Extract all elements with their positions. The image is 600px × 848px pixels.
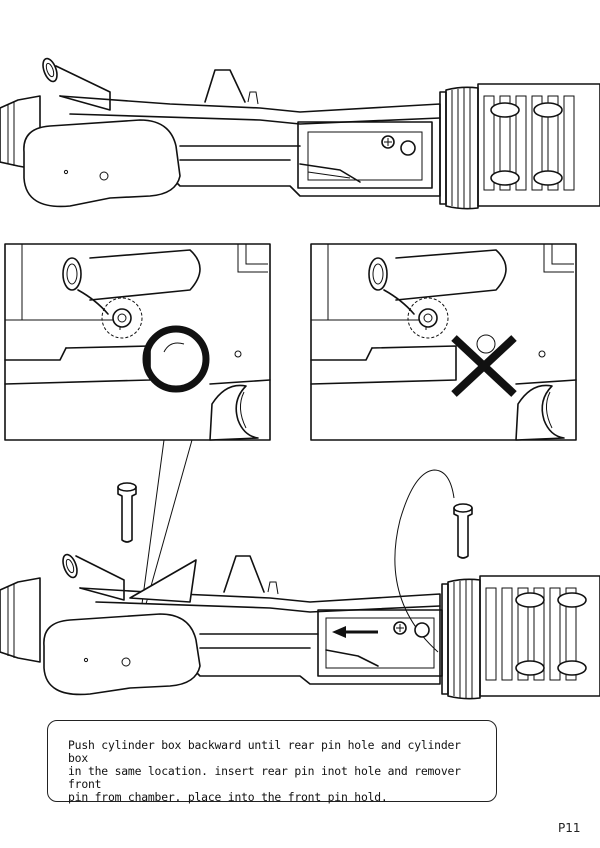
x-cross-icon <box>451 335 517 397</box>
arrow-left-icon <box>332 626 378 638</box>
instruction-line-2: in the same location. insert rear pin in… <box>68 764 461 791</box>
instruction-line-1: Push cylinder box backward until rear pi… <box>68 738 461 765</box>
rear-pin <box>117 482 137 543</box>
circle-ok-icon <box>142 325 210 393</box>
instruction-line-3: pin from chamber. place into the front p… <box>68 790 388 804</box>
receiver-illustration-top <box>0 57 600 210</box>
page-number: P11 <box>558 821 581 835</box>
front-pin <box>453 503 473 559</box>
instruction-box: Push cylinder box backward until rear pi… <box>47 720 497 804</box>
